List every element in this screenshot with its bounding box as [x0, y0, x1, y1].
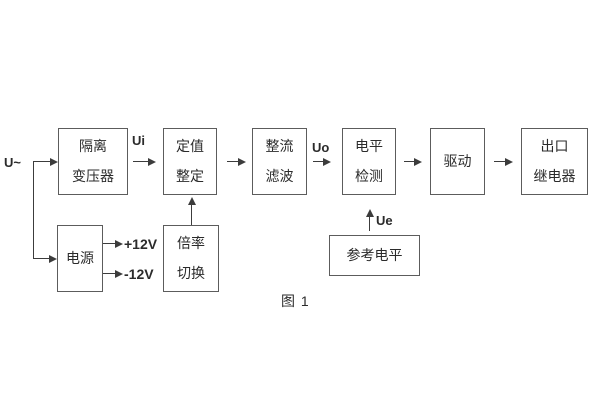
drive-block: 驱动: [430, 128, 485, 195]
block-label: 驱动: [443, 153, 472, 169]
arrow-uo: [313, 157, 331, 166]
rectifier-filter-block: 整流 滤波: [252, 128, 307, 195]
output-relay-block: 出口 继电器: [521, 128, 588, 195]
arrow-drive-to-relay: [494, 157, 513, 166]
block-label: 电源: [66, 250, 94, 266]
block-label: 滤波: [265, 168, 294, 184]
arrow-level-to-drive: [404, 157, 422, 166]
reference-level-block: 参考电平: [329, 235, 420, 276]
arrow-ue: [365, 209, 374, 231]
block-label: 检测: [355, 168, 383, 184]
block-label: 出口: [540, 138, 569, 154]
isolation-transformer-block: 隔离 变压器: [58, 128, 128, 195]
arrow-plus12: [103, 239, 123, 248]
input-branch-line: [33, 161, 34, 259]
block-label: 切换: [177, 265, 205, 281]
block-label: 倍率: [177, 235, 205, 251]
level-detect-block: 电平 检测: [342, 128, 396, 195]
block-label: 整定: [176, 168, 204, 184]
plus12v-label: +12V: [124, 236, 158, 252]
arrow-input-to-transformer: [33, 157, 58, 166]
arrow-ratio-to-setpoint: [187, 197, 196, 225]
block-label: 变压器: [72, 168, 114, 184]
figure-caption: 图 1: [281, 293, 310, 309]
block-label: 继电器: [533, 168, 576, 184]
power-supply-block: 电源: [57, 225, 103, 292]
block-label: 参考电平: [346, 247, 403, 263]
block-label: 隔离: [79, 138, 107, 154]
setpoint-block: 定值 整定: [163, 128, 217, 195]
minus12v-label: -12V: [124, 266, 154, 282]
signal-ui-label: Ui: [132, 133, 145, 148]
block-label: 电平: [355, 138, 383, 154]
ratio-switch-block: 倍率 切换: [163, 225, 219, 292]
input-voltage-label: U~: [4, 155, 21, 170]
arrow-setpoint-to-rectifier: [227, 157, 246, 166]
arrow-minus12: [103, 269, 123, 278]
block-label: 定值: [176, 138, 204, 154]
block-label: 整流: [265, 138, 294, 154]
arrow-ui: [133, 157, 156, 166]
signal-uo-label: Uo: [312, 140, 330, 155]
signal-ue-label: Ue: [376, 213, 393, 228]
arrow-input-to-power-supply: [33, 254, 57, 263]
